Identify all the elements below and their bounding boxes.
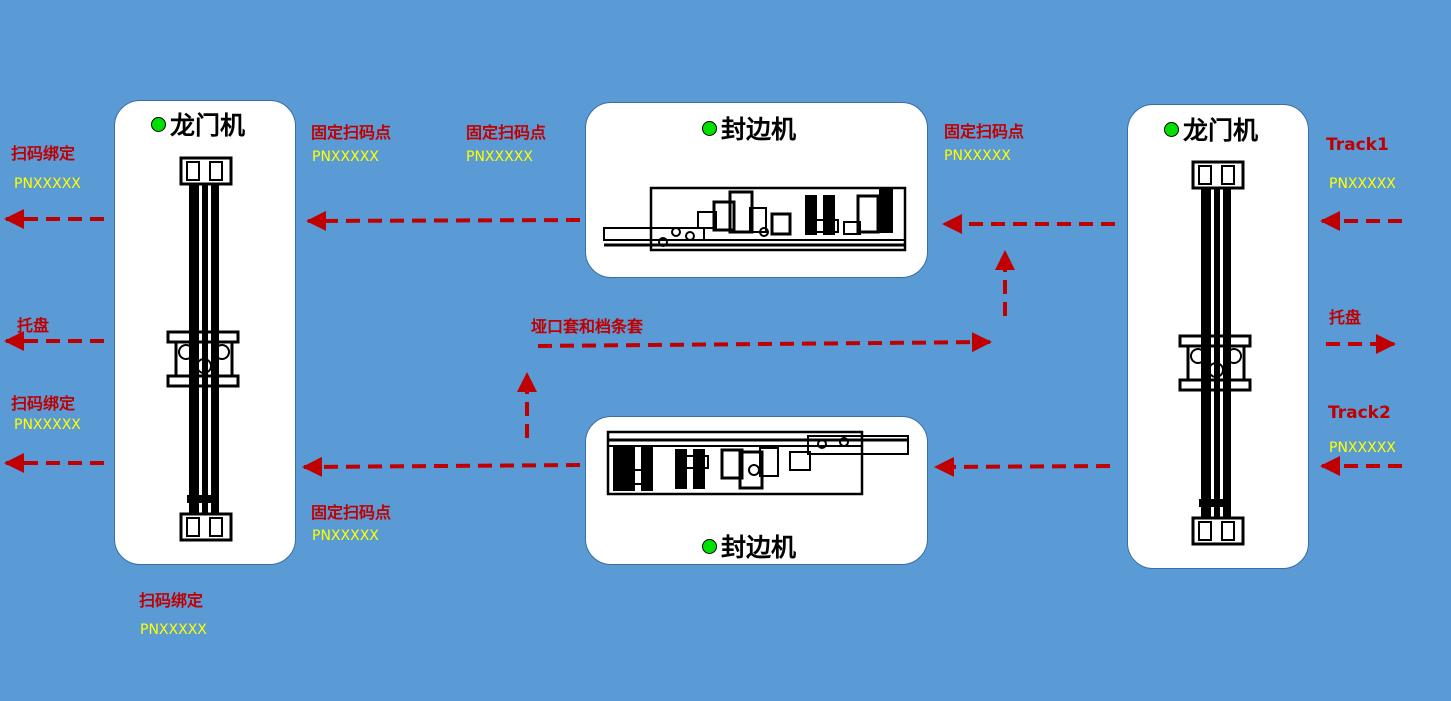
left-out-top-label: 扫码绑定 — [11, 144, 76, 163]
arrow-gantry-right-to-edge-bottom — [934, 456, 1111, 477]
left-bottom-bind-code: PNXXXXX — [140, 622, 207, 638]
gantry-right-drawing-icon — [1178, 160, 1252, 546]
track1-code: PNXXXXX — [1329, 176, 1396, 192]
flow-arrows — [4, 209, 1402, 477]
fixed-scan-top-middle-label: 固定扫码点 — [466, 123, 547, 142]
status-dot-icon — [702, 538, 717, 554]
gantry-left-title-text: 龙门机 — [170, 111, 246, 140]
edge-bottom-title-text: 封边机 — [721, 533, 797, 562]
fixed-scan-left-top-code: PNXXXXX — [312, 149, 379, 165]
track2-label: Track2 — [1328, 403, 1391, 423]
left-out-top-code: PNXXXXX — [14, 176, 81, 192]
left-out-bottom-code: PNXXXXX — [14, 417, 81, 433]
gantry-left-drawing-icon — [166, 156, 240, 542]
arrow-middle-flow — [537, 332, 992, 353]
edge-banding-machine-top[interactable] — [585, 102, 928, 278]
edge-bottom-drawing-icon — [606, 430, 909, 496]
edge-top-drawing-icon — [603, 186, 907, 252]
track1-label: Track1 — [1326, 135, 1389, 155]
fixed-scan-left-bottom-label: 固定扫码点 — [311, 503, 392, 522]
status-dot-icon — [151, 116, 166, 132]
arrow-edge-bottom-to-gantry-left — [302, 456, 581, 477]
left-tray-label: 托盘 — [17, 316, 50, 335]
edge-top-title-text: 封边机 — [721, 115, 797, 144]
gantry-right-title-text: 龙门机 — [1183, 116, 1259, 145]
track2-code: PNXXXXX — [1329, 440, 1396, 456]
edge-bottom-title: 封边机 — [702, 528, 796, 564]
middle-flow-label: 垭口套和档条套 — [531, 317, 644, 336]
edge-top-title: 封边机 — [702, 110, 796, 146]
status-dot-icon — [1164, 121, 1179, 137]
gantry-right-title: 龙门机 — [1164, 111, 1258, 147]
fixed-scan-top-right-code: PNXXXXX — [944, 148, 1011, 164]
fixed-scan-left-bottom-code: PNXXXXX — [312, 528, 379, 544]
status-dot-icon — [702, 120, 717, 136]
gantry-left-title: 龙门机 — [151, 106, 245, 142]
fixed-scan-top-right-label: 固定扫码点 — [944, 122, 1025, 141]
left-bottom-bind-label: 扫码绑定 — [139, 591, 204, 610]
fixed-scan-top-middle-code: PNXXXXX — [466, 149, 533, 165]
fixed-scan-left-top-label: 固定扫码点 — [311, 123, 392, 142]
right-tray-label: 托盘 — [1329, 308, 1362, 327]
arrow-edge-top-to-gantry-left — [306, 210, 581, 231]
left-out-bottom-label: 扫码绑定 — [11, 394, 76, 413]
